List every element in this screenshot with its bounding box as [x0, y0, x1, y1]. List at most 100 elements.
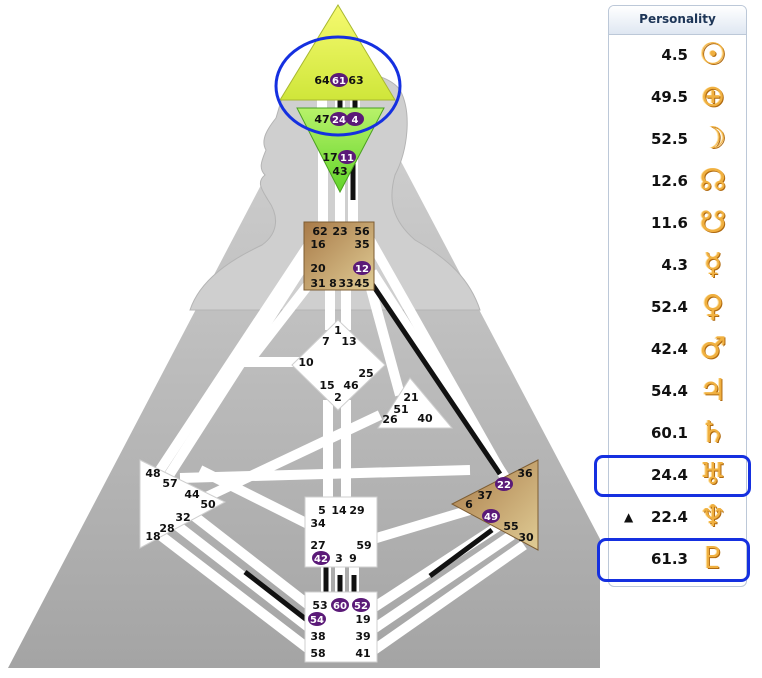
gate-42[interactable]: 42: [312, 551, 330, 565]
gate-40[interactable]: 40: [417, 412, 433, 425]
gate-9[interactable]: 9: [349, 552, 357, 565]
gate-17[interactable]: 17: [322, 151, 337, 164]
gate-14[interactable]: 14: [331, 504, 347, 517]
gate-44[interactable]: 44: [184, 488, 200, 501]
gate-52[interactable]: 52: [352, 598, 370, 612]
gate-50[interactable]: 50: [200, 498, 216, 511]
gate-46[interactable]: 46: [343, 379, 359, 392]
gate-35[interactable]: 35: [354, 238, 369, 251]
gate-23[interactable]: 23: [332, 225, 347, 238]
gate-number: 2: [334, 391, 342, 404]
gate-number: 60: [333, 601, 347, 612]
gate-1[interactable]: 1: [334, 324, 342, 337]
gate-60[interactable]: 60: [331, 598, 349, 612]
gate-number: 52: [354, 601, 368, 612]
gate-53[interactable]: 53: [312, 599, 327, 612]
gate-29[interactable]: 29: [349, 504, 364, 517]
gate-41[interactable]: 41: [355, 647, 370, 660]
gate-34[interactable]: 34: [310, 517, 326, 530]
gate-10[interactable]: 10: [298, 356, 314, 369]
gate-number: 8: [329, 277, 337, 290]
gate-30[interactable]: 30: [518, 531, 534, 544]
gate-58[interactable]: 58: [310, 647, 325, 660]
gate-49[interactable]: 49: [482, 509, 500, 523]
gate-number: 23: [332, 225, 347, 238]
gate-61[interactable]: 61: [330, 73, 348, 87]
gate-4[interactable]: 4: [346, 112, 364, 126]
gate-16[interactable]: 16: [310, 238, 326, 251]
planet-row[interactable]: 11.6☋: [609, 203, 746, 245]
gate-11[interactable]: 11: [338, 150, 356, 164]
planet-row[interactable]: 52.5☽: [609, 119, 746, 161]
gate-33[interactable]: 33: [338, 277, 353, 290]
gate-line-value: 4.5: [661, 46, 688, 64]
gate-number: 5: [318, 504, 326, 517]
gate-line-value: 24.4: [650, 466, 688, 484]
north-node-icon: ☊: [699, 163, 727, 198]
gate-21[interactable]: 21: [403, 391, 418, 404]
gate-3[interactable]: 3: [335, 552, 343, 565]
gate-43[interactable]: 43: [332, 165, 347, 178]
gate-number: 14: [331, 504, 347, 517]
gate-25[interactable]: 25: [358, 367, 373, 380]
gate-15[interactable]: 15: [319, 379, 334, 392]
gate-22[interactable]: 22: [495, 477, 513, 491]
gate-6[interactable]: 6: [465, 498, 473, 511]
gate-number: 7: [322, 335, 330, 348]
gate-19[interactable]: 19: [355, 613, 370, 626]
gate-57[interactable]: 57: [162, 477, 177, 490]
gate-31[interactable]: 31: [310, 277, 325, 290]
gate-54[interactable]: 54: [308, 612, 326, 626]
gate-12[interactable]: 12: [353, 261, 371, 275]
gate-28[interactable]: 28: [159, 522, 174, 535]
gate-48[interactable]: 48: [145, 467, 160, 480]
gate-13[interactable]: 13: [341, 335, 356, 348]
planet-row[interactable]: 61.3♇: [609, 539, 746, 581]
planet-row[interactable]: 60.1♄: [609, 413, 746, 455]
gate-8[interactable]: 8: [329, 277, 337, 290]
planet-row[interactable]: 4.5☉: [609, 35, 746, 77]
gate-64[interactable]: 64: [314, 74, 330, 87]
gate-39[interactable]: 39: [355, 630, 370, 643]
gate-number: 35: [354, 238, 369, 251]
gate-55[interactable]: 55: [503, 520, 518, 533]
gate-38[interactable]: 38: [310, 630, 325, 643]
gate-32[interactable]: 32: [175, 511, 190, 524]
gate-36[interactable]: 36: [517, 467, 533, 480]
gate-63[interactable]: 63: [348, 74, 363, 87]
gate-number: 38: [310, 630, 325, 643]
gate-51[interactable]: 51: [393, 403, 408, 416]
gate-number: 1: [334, 324, 342, 337]
gate-47[interactable]: 47: [314, 113, 329, 126]
gate-62[interactable]: 62: [312, 225, 327, 238]
planet-row[interactable]: 12.6☊: [609, 161, 746, 203]
gate-7[interactable]: 7: [322, 335, 330, 348]
gate-59[interactable]: 59: [356, 539, 371, 552]
gate-37[interactable]: 37: [477, 489, 492, 502]
gate-27[interactable]: 27: [310, 539, 325, 552]
planet-row[interactable]: 52.4♀: [609, 287, 746, 329]
gate-5[interactable]: 5: [318, 504, 326, 517]
planet-row[interactable]: ▲22.4♆: [609, 497, 746, 539]
gate-24[interactable]: 24: [330, 112, 348, 126]
planet-row[interactable]: 42.4♂: [609, 329, 746, 371]
gate-line-value: 49.5: [650, 88, 688, 106]
gate-56[interactable]: 56: [354, 225, 370, 238]
planet-row[interactable]: 4.3☿: [609, 245, 746, 287]
gate-number: 64: [314, 74, 330, 87]
gate-number: 56: [354, 225, 370, 238]
gate-45[interactable]: 45: [354, 277, 369, 290]
gate-26[interactable]: 26: [382, 413, 398, 426]
gate-20[interactable]: 20: [310, 262, 326, 275]
gate-number: 3: [335, 552, 343, 565]
gate-number: 63: [348, 74, 363, 87]
planet-row[interactable]: 54.4♃: [609, 371, 746, 413]
highlight-ellipse: [274, 35, 402, 137]
gate-2[interactable]: 2: [334, 391, 342, 404]
planet-row[interactable]: 24.4♅: [609, 455, 746, 497]
planet-row[interactable]: 49.5⊕: [609, 77, 746, 119]
venus-icon: ♀: [702, 289, 724, 324]
gate-18[interactable]: 18: [145, 530, 160, 543]
gate-number: 57: [162, 477, 177, 490]
